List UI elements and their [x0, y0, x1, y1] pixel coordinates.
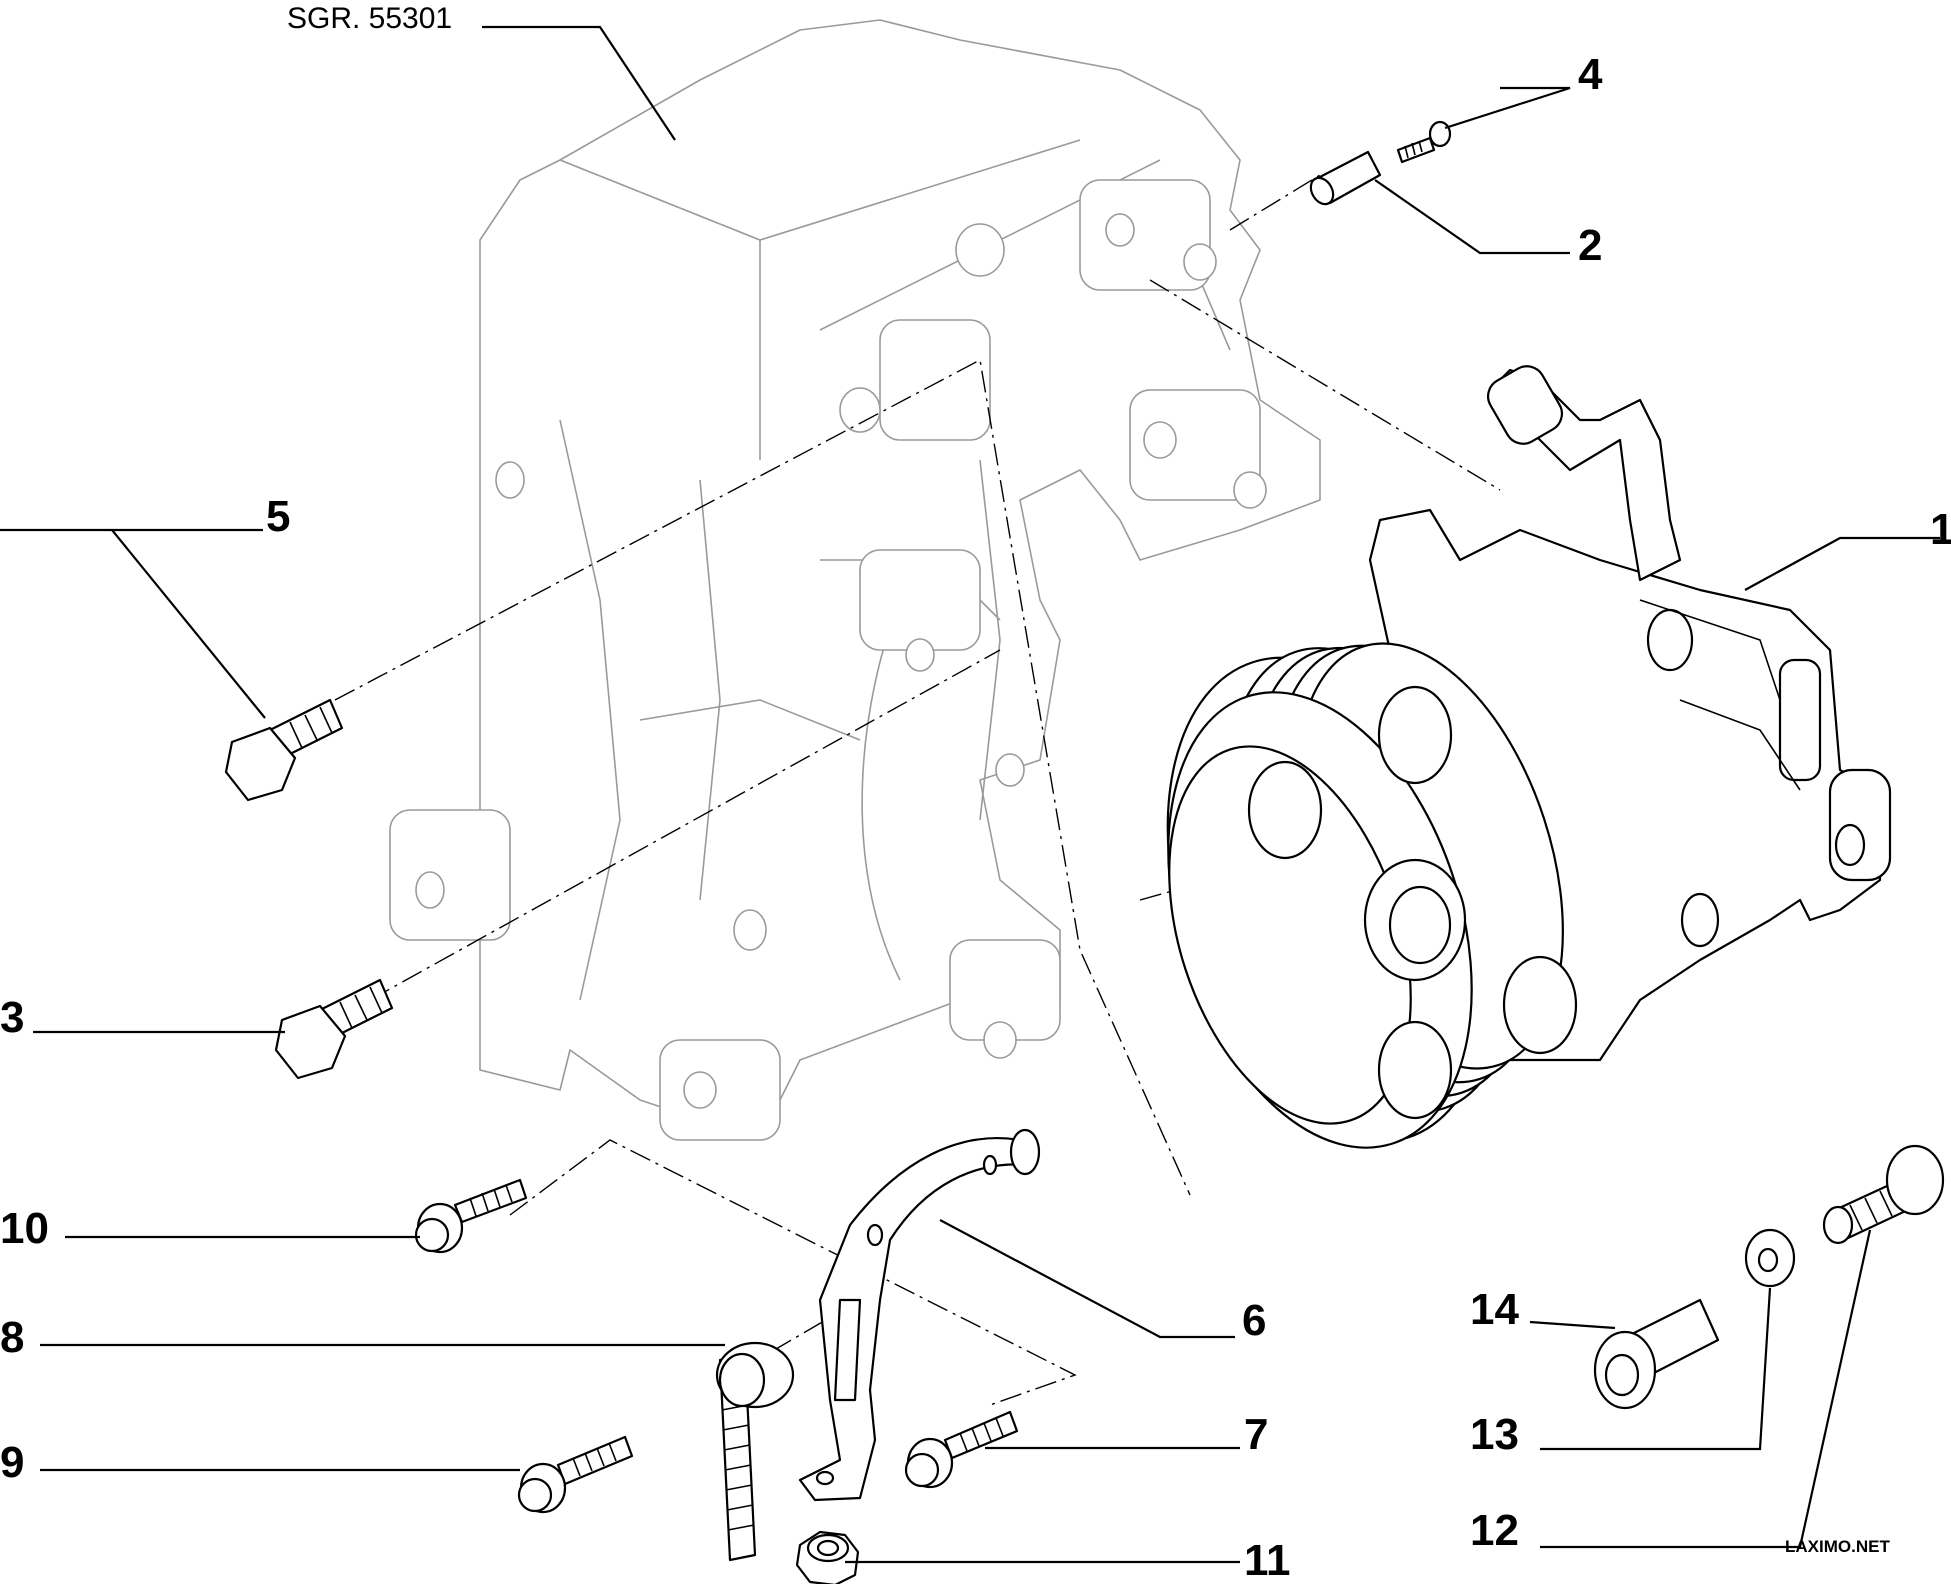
screw-part-4: [1396, 120, 1452, 164]
bolt-part-3: [274, 978, 394, 1080]
callout-5: 5: [266, 492, 290, 541]
sleeve-part-2: [1309, 150, 1382, 206]
callout-7: 7: [1244, 1410, 1268, 1459]
bolt-part-7: [904, 1410, 1019, 1489]
bolt-part-10: [414, 1178, 528, 1254]
pump-support-bracket: [389, 19, 1321, 1141]
callout-12: 12: [1470, 1506, 1519, 1555]
bolt-part-9: [517, 1435, 634, 1514]
callout-8: 8: [0, 1313, 24, 1362]
bolt-part-5: [224, 698, 344, 802]
callout-3: 3: [0, 993, 24, 1042]
callout-4: 4: [1578, 50, 1603, 99]
reference-label: SGR. 55301: [287, 2, 452, 35]
washer-part-13: [1744, 1228, 1796, 1288]
power-steering-pump: [1166, 365, 1892, 1149]
bushing-part-14: [1593, 1298, 1720, 1410]
support-strap-part-6: [798, 1128, 1041, 1502]
callout-2: 2: [1578, 221, 1602, 270]
callout-9: 9: [0, 1438, 24, 1487]
callout-10: 10: [0, 1204, 49, 1253]
leader-lines: [0, 25, 1940, 1564]
bolt-part-12: [1822, 1144, 1945, 1245]
eye-bolt-part-8: [715, 1341, 795, 1562]
callout-11: 11: [1244, 1536, 1291, 1584]
callout-13: 13: [1470, 1410, 1519, 1459]
callout-6: 6: [1242, 1296, 1266, 1345]
callout-14: 14: [1470, 1285, 1519, 1334]
callout-1: 1: [1930, 505, 1951, 554]
watermark: LAXIMO.NET: [1785, 1537, 1890, 1556]
nut-part-11: [795, 1530, 860, 1584]
